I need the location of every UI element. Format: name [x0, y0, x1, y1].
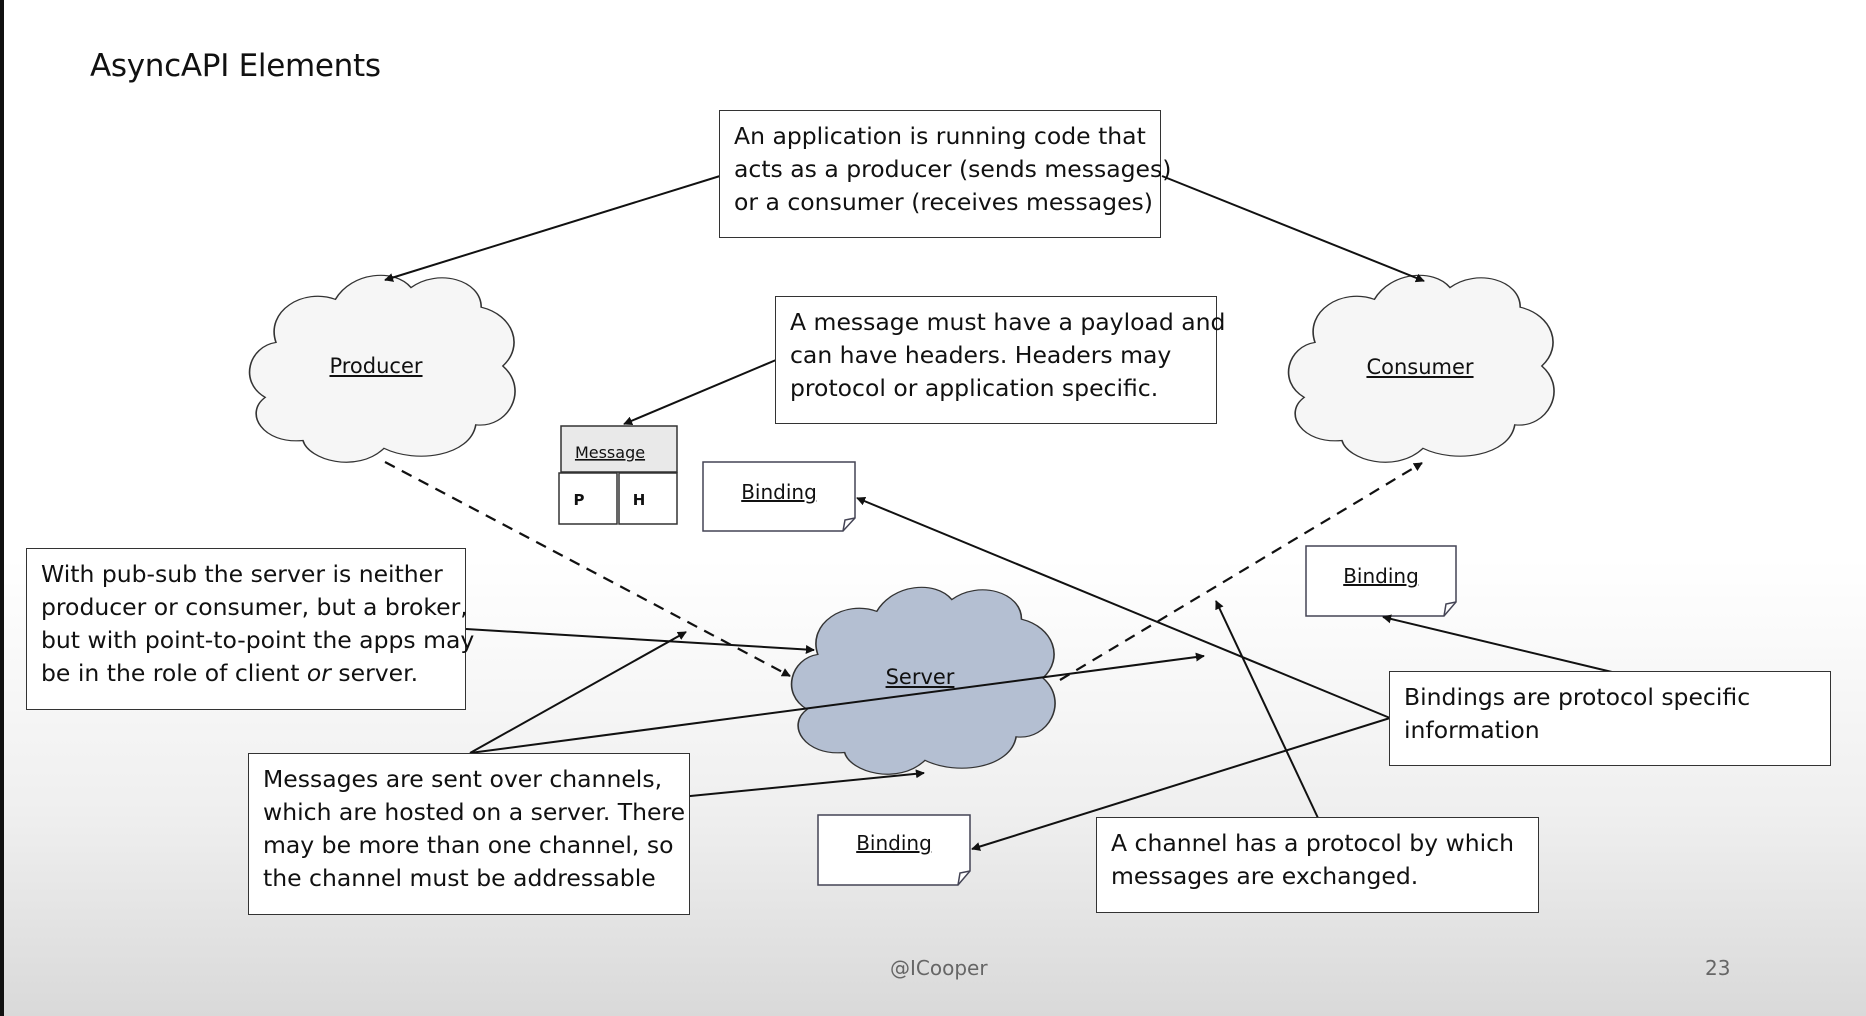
protocol-note-line-2: messages are exchanged. — [1111, 862, 1419, 890]
binding-note-1 — [702, 461, 856, 532]
message-note-line-3: protocol or application specific. — [790, 374, 1159, 402]
arrow-channels-up — [469, 631, 687, 754]
channels-note-line-4: the channel must be addressable — [263, 864, 656, 892]
binding-label-2: Binding — [1343, 564, 1419, 588]
application-note-line-1: An application is running code that — [734, 122, 1146, 150]
arrow-bindings-to-binding-1 — [856, 496, 1391, 719]
footer-author: @ICooper — [890, 956, 988, 980]
server-to-consumer-dashed — [1059, 462, 1423, 681]
pubsub-note: With pub-sub the server is neither produ… — [26, 548, 475, 710]
channels-note-line-3: may be more than one channel, so — [263, 831, 674, 859]
binding-label-3: Binding — [856, 831, 932, 855]
arrow-protocol-to-channel — [1215, 600, 1319, 819]
binding-label-1: Binding — [741, 480, 817, 504]
bindings-note-line-1: Bindings are protocol specific — [1404, 683, 1751, 711]
arrow-app-to-producer — [384, 175, 721, 282]
channels-note-line-1: Messages are sent over channels, — [263, 765, 663, 793]
arrow-app-to-consumer — [1161, 175, 1425, 283]
pubsub-note-line-4-emphasis: or — [306, 659, 331, 687]
pubsub-note-line-4: be in the role of client or server. — [41, 657, 451, 690]
application-note: An application is running code that acts… — [719, 110, 1172, 238]
arrow-message-note-to-message — [623, 359, 777, 426]
application-note-line-3: or a consumer (receives messages) — [734, 188, 1153, 216]
server-label: Server — [885, 665, 955, 689]
channels-note: Messages are sent over channels, which a… — [248, 753, 690, 915]
producer-to-server-dashed — [384, 461, 791, 677]
arrow-pubsub-to-server — [465, 628, 815, 655]
binding-note-3 — [817, 814, 971, 886]
protocol-note: A channel has a protocol by which messag… — [1096, 817, 1539, 913]
slide-title: AsyncAPI Elements — [90, 48, 381, 84]
producer-label: Producer — [329, 354, 423, 378]
pubsub-note-line-3: but with point-to-point the apps may — [41, 626, 475, 654]
arrow-channels-to-server — [669, 769, 925, 799]
bindings-note-line-2: information — [1404, 716, 1540, 744]
arrow-channels-right — [469, 652, 1205, 754]
protocol-note-line-1: A channel has a protocol by which — [1111, 829, 1514, 857]
pubsub-note-line-4-start: be in the role of client — [41, 659, 307, 687]
message-note-line-1: A message must have a payload and — [790, 308, 1226, 336]
pubsub-note-line-2: producer or consumer, but a broker, — [41, 593, 468, 621]
message-note: A message must have a payload and can ha… — [775, 296, 1226, 424]
consumer-label: Consumer — [1366, 355, 1474, 379]
application-note-line-2: acts as a producer (sends messages) — [734, 155, 1172, 183]
payload-label: P — [574, 491, 585, 509]
footer-page-number: 23 — [1705, 956, 1731, 980]
pubsub-note-line-1: With pub-sub the server is neither — [41, 560, 443, 588]
arrow-bindings-to-binding-2 — [1382, 614, 1613, 673]
message-note-line-2: can have headers. Headers may — [790, 341, 1172, 369]
message-label: Message — [575, 443, 645, 462]
arrow-bindings-to-binding-3 — [971, 717, 1391, 851]
binding-note-2 — [1305, 545, 1457, 617]
message-shape — [558, 425, 678, 525]
headers-label: H — [633, 491, 646, 509]
channels-note-line-2: which are hosted on a server. There — [263, 798, 686, 826]
bindings-note: Bindings are protocol specific informati… — [1389, 671, 1831, 766]
pubsub-note-line-4-end: server. — [330, 659, 419, 687]
